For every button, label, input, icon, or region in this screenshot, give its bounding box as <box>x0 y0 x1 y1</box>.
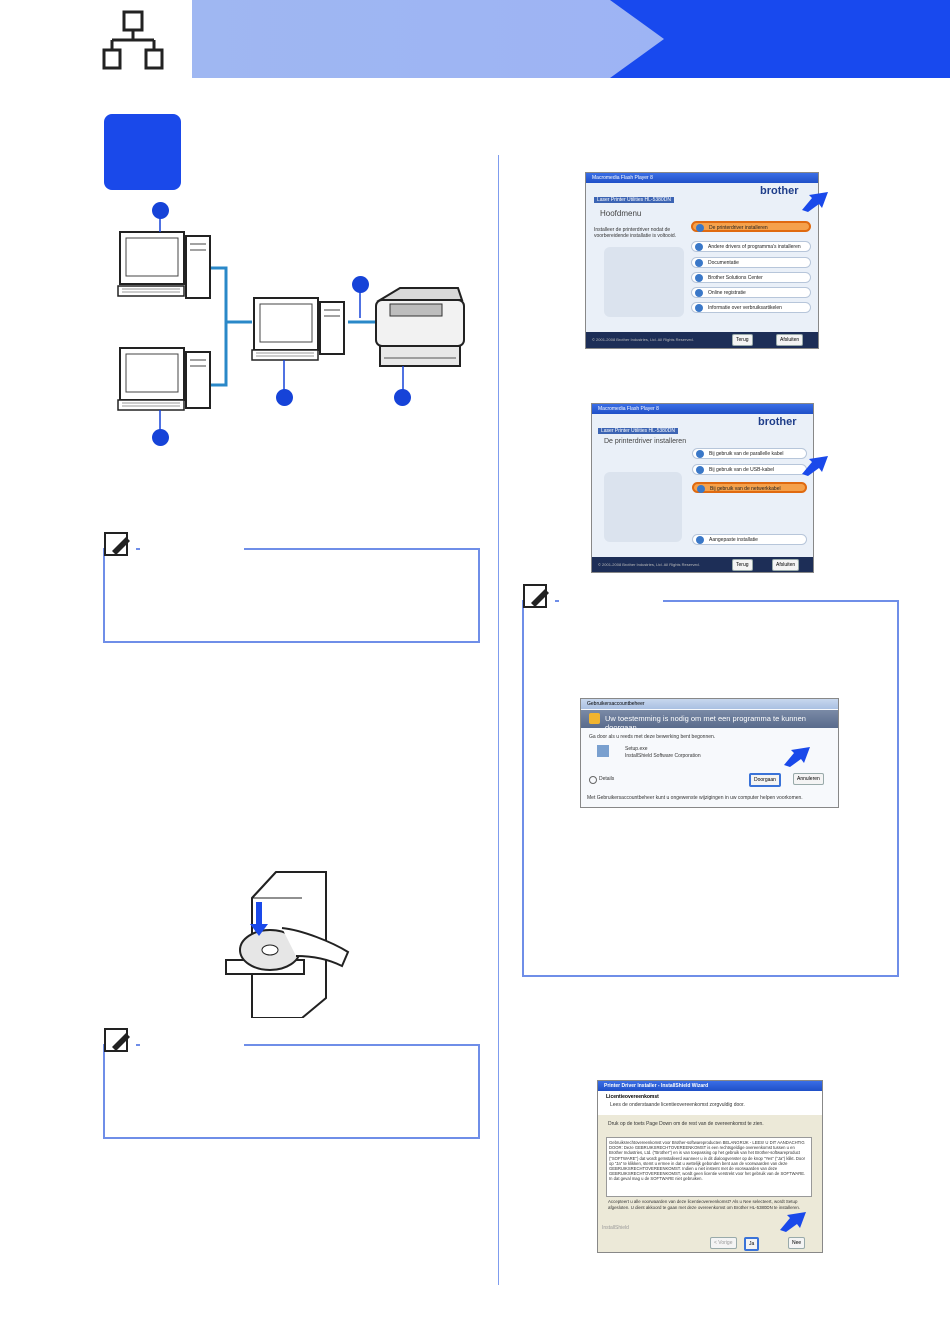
menu-supplies-info[interactable]: Informatie over verbruiksartikelen <box>691 302 811 313</box>
pointer-arrow-icon <box>780 1212 806 1232</box>
note-box-2-gap <box>140 1044 244 1048</box>
exit-button[interactable]: Afsluiten <box>776 334 804 346</box>
screenshot-main-menu: Macromedia Flash Player 8 brother Laser … <box>585 172 819 349</box>
screenshot-install-driver: Macromedia Flash Player 8 brother Laser … <box>591 403 814 573</box>
program-icon <box>597 745 609 757</box>
pointer-arrow-icon <box>802 456 828 476</box>
uac-line1: Ga door als u reeds met deze bewerking b… <box>589 734 716 740</box>
model: HL-5380DN <box>648 428 675 434</box>
window-title: Gebruikersaccountbeheer <box>581 699 838 709</box>
exit-button[interactable]: Afsluiten <box>772 559 800 571</box>
option-usb[interactable]: Bij gebruik van de USB-kabel <box>692 464 807 475</box>
window-title: Macromedia Flash Player 8 <box>586 173 818 183</box>
callout-badge-4 <box>276 389 293 406</box>
note-box-1 <box>103 548 480 643</box>
computer-top <box>117 231 211 299</box>
note-pencil-icon <box>104 532 136 556</box>
header-banner-arrow <box>610 0 950 78</box>
pointer-arrow-icon <box>784 747 810 767</box>
license-instruction: Druk op de toets Page Down om de rest va… <box>608 1121 764 1127</box>
callout-badge-1 <box>152 202 169 219</box>
column-divider <box>498 155 499 1285</box>
step-marker <box>104 114 181 190</box>
warning-shield-icon <box>589 713 600 724</box>
network-diagram <box>117 210 465 430</box>
footer-bar <box>592 557 813 572</box>
description: Installeer de printerdriver nodat de voo… <box>594 227 676 239</box>
pointer-arrow-icon <box>802 192 828 212</box>
printer <box>375 287 465 367</box>
brand-logo: brother <box>758 416 797 428</box>
note-pencil-icon <box>523 584 555 608</box>
details-toggle[interactable]: Details <box>599 776 615 782</box>
uac-banner <box>581 710 838 728</box>
license-heading: Licentieovereenkomst <box>606 1094 659 1100</box>
uac-program: Setup.exe <box>625 746 648 752</box>
installshield-brand: InstallShield <box>602 1225 629 1231</box>
network-icon <box>102 10 164 70</box>
menu-install-driver[interactable]: De printerdriver installeren <box>691 221 811 232</box>
cancel-button[interactable]: Annuleren <box>793 773 824 785</box>
section-title: De printerdriver installeren <box>604 438 687 445</box>
brand-logo: brother <box>760 185 799 197</box>
license-subheading: Lees de onderstaande licentieovereenkoms… <box>610 1102 745 1108</box>
uac-footer: Met Gebruikersaccountbeheer kunt u ongew… <box>587 795 803 801</box>
no-button[interactable]: Nee <box>788 1237 806 1249</box>
menu-online-registration[interactable]: Online registratie <box>691 287 811 298</box>
yes-button[interactable]: Ja <box>744 1237 760 1251</box>
note-pencil-icon <box>104 1028 136 1052</box>
license-text-area[interactable]: Gebruiksrechtovereenkomst voor Brother-s… <box>606 1137 812 1197</box>
copyright: © 2001-2008 Brother Industries, Ltd. All… <box>592 337 694 342</box>
previous-button[interactable]: < Vorige <box>710 1237 737 1249</box>
option-custom[interactable]: Aangepaste installatie <box>692 534 807 545</box>
note-box-1-gap <box>140 548 244 552</box>
printer-image <box>604 472 682 542</box>
menu-other-drivers[interactable]: Andere drivers of programma's installere… <box>691 241 811 252</box>
header-icon-area <box>0 0 192 78</box>
license-header <box>598 1091 822 1115</box>
model: HL-5380DN <box>644 197 671 203</box>
printer-image <box>604 247 684 317</box>
callout-badge-3 <box>352 276 369 293</box>
note-box-3-gap <box>559 600 663 604</box>
back-button[interactable]: Terug <box>732 334 753 346</box>
window-title: Macromedia Flash Player 8 <box>592 404 813 414</box>
computer-bottom <box>117 347 211 411</box>
section-title: Hoofdmenu <box>600 209 642 218</box>
menu-solutions-center[interactable]: Brother Solutions Center <box>691 272 811 283</box>
subtitle: Laser Printer Utilities <box>601 428 648 434</box>
subtitle: Laser Printer Utilities <box>597 197 644 203</box>
menu-documentation[interactable]: Documentatie <box>691 257 811 268</box>
license-question: Accepteert u alle voorwaarden van deze l… <box>608 1199 801 1210</box>
footer-bar <box>586 332 818 348</box>
callout-badge-5 <box>394 389 411 406</box>
note-box-2 <box>103 1044 480 1139</box>
continue-button[interactable]: Doorgaan <box>749 773 781 787</box>
copyright: © 2001-2008 Brother Industries, Ltd. All… <box>598 562 700 567</box>
option-network[interactable]: Bij gebruik van de netwerkkabel <box>692 482 807 493</box>
cd-insert-illustration <box>225 871 350 1018</box>
uac-banner-text: Uw toestemming is nodig om met een progr… <box>605 714 806 732</box>
back-button[interactable]: Terug <box>732 559 753 571</box>
computer-middle <box>251 297 345 361</box>
option-parallel[interactable]: Bij gebruik van de parallelle kabel <box>692 448 807 459</box>
callout-badge-2 <box>152 429 169 446</box>
chevron-down-icon[interactable] <box>589 776 597 784</box>
uac-publisher: InstallShield Software Corporation <box>625 753 701 759</box>
window-title: Printer Driver Installer - InstallShield… <box>598 1081 822 1091</box>
